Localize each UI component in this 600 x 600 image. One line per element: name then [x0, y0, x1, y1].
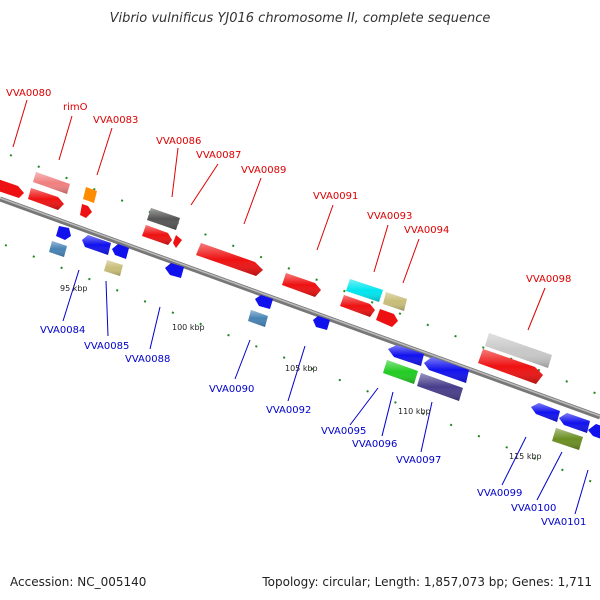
gene-blue-arrow-3[interactable] [424, 357, 469, 383]
gene-label[interactable]: rimO [63, 102, 88, 113]
tick-label: 95 kbp [60, 284, 88, 293]
gene-vva0080-arrow[interactable] [0, 178, 24, 198]
gene-label[interactable]: VVA0089 [241, 165, 286, 176]
top-strand-genes [0, 172, 552, 384]
gene-label[interactable]: VVA0095 [321, 426, 366, 437]
gene-red-small-arrow[interactable] [80, 204, 92, 218]
gene-vva0094-box[interactable] [383, 292, 407, 311]
gene-vva0096-box[interactable] [383, 360, 418, 384]
bottom-strand-genes [49, 226, 600, 450]
gene-vva0091-arrow[interactable] [282, 273, 321, 297]
gene-label[interactable]: VVA0080 [6, 88, 51, 99]
tick-label: 105 kbp [285, 364, 318, 373]
gene-red-arrow-2[interactable] [28, 188, 64, 210]
guide-lines [4, 154, 600, 486]
bottom-leader-lines [62, 269, 589, 515]
top-gene-labels: VVA0080 rimO VVA0083 VVA0086 VVA0087 VVA… [6, 88, 571, 285]
gene-vva0083-box[interactable] [83, 187, 97, 203]
chromosome-backbone [0, 196, 600, 420]
gene-blue-arrow-5[interactable] [559, 413, 590, 433]
gene-red-arrow-3[interactable] [142, 225, 172, 245]
bottom-gene-labels: VVA0084 VVA0085 VVA0088 VVA0090 VVA0092 … [40, 325, 586, 528]
gene-label[interactable]: VVA0101 [541, 517, 586, 528]
gene-red-arrow-5[interactable] [376, 309, 398, 327]
gene-vva0087-arrow[interactable] [173, 235, 182, 248]
gene-vva0084-box[interactable] [49, 241, 67, 257]
gene-blue-small-2[interactable] [112, 244, 129, 259]
tick-label: 115 kbp [509, 452, 542, 461]
gene-blue-small-3[interactable] [165, 263, 184, 278]
accession-text: Accession: NC_005140 [10, 575, 146, 589]
gene-label[interactable]: VVA0085 [84, 341, 129, 352]
gene-rimo-box[interactable] [33, 172, 70, 194]
gene-label[interactable]: VVA0096 [352, 439, 397, 450]
map-title: Vibrio vulnificus YJ016 chromosome II, c… [110, 11, 491, 26]
topology-text: Topology: circular; Length: 1,857,073 bp… [261, 575, 592, 589]
gene-label[interactable]: VVA0086 [156, 136, 201, 147]
gene-label[interactable]: VVA0094 [404, 225, 449, 236]
gene-vva0086-box[interactable] [147, 208, 180, 230]
gene-red-arrow-6[interactable] [478, 349, 543, 384]
gene-label[interactable]: VVA0100 [511, 503, 556, 514]
gene-label[interactable]: VVA0097 [396, 455, 441, 466]
gene-label[interactable]: VVA0099 [477, 488, 522, 499]
gene-vva0100-box[interactable] [552, 428, 583, 450]
gene-blue-arrow-1[interactable] [82, 235, 111, 255]
gene-label[interactable]: VVA0091 [313, 191, 358, 202]
gene-label[interactable]: VVA0083 [93, 115, 138, 126]
gene-label[interactable]: VVA0084 [40, 325, 85, 336]
gene-vva0089-arrow[interactable] [196, 243, 263, 276]
gene-vva0085-box[interactable] [104, 260, 123, 276]
gene-vva0098-box[interactable] [485, 333, 552, 368]
gene-label[interactable]: VVA0093 [367, 211, 412, 222]
gene-label[interactable]: VVA0090 [209, 384, 254, 395]
gene-vva0090-box[interactable] [248, 310, 268, 327]
kbp-ticks: 95 kbp 100 kbp 105 kbp 110 kbp 115 kbp [60, 284, 542, 461]
gene-label[interactable]: VVA0087 [196, 150, 241, 161]
tick-label: 100 kbp [172, 323, 205, 332]
gene-vva0097-box[interactable] [417, 373, 463, 401]
gene-label[interactable]: VVA0088 [125, 354, 170, 365]
gene-blue-small-1[interactable] [56, 226, 71, 240]
gene-label[interactable]: VVA0098 [526, 274, 571, 285]
gene-blue-arrow-4[interactable] [531, 403, 560, 422]
top-leader-lines [12, 99, 546, 331]
tick-label: 110 kbp [398, 407, 431, 416]
gene-blue-small-5[interactable] [313, 316, 330, 330]
gene-blue-small-4[interactable] [255, 295, 273, 309]
gene-blue-arrow-2[interactable] [388, 345, 424, 366]
gene-vva0093-box[interactable] [346, 279, 383, 302]
gene-red-arrow-4[interactable] [340, 295, 375, 317]
gene-label[interactable]: VVA0092 [266, 405, 311, 416]
gene-blue-arrow-6[interactable] [588, 424, 600, 441]
